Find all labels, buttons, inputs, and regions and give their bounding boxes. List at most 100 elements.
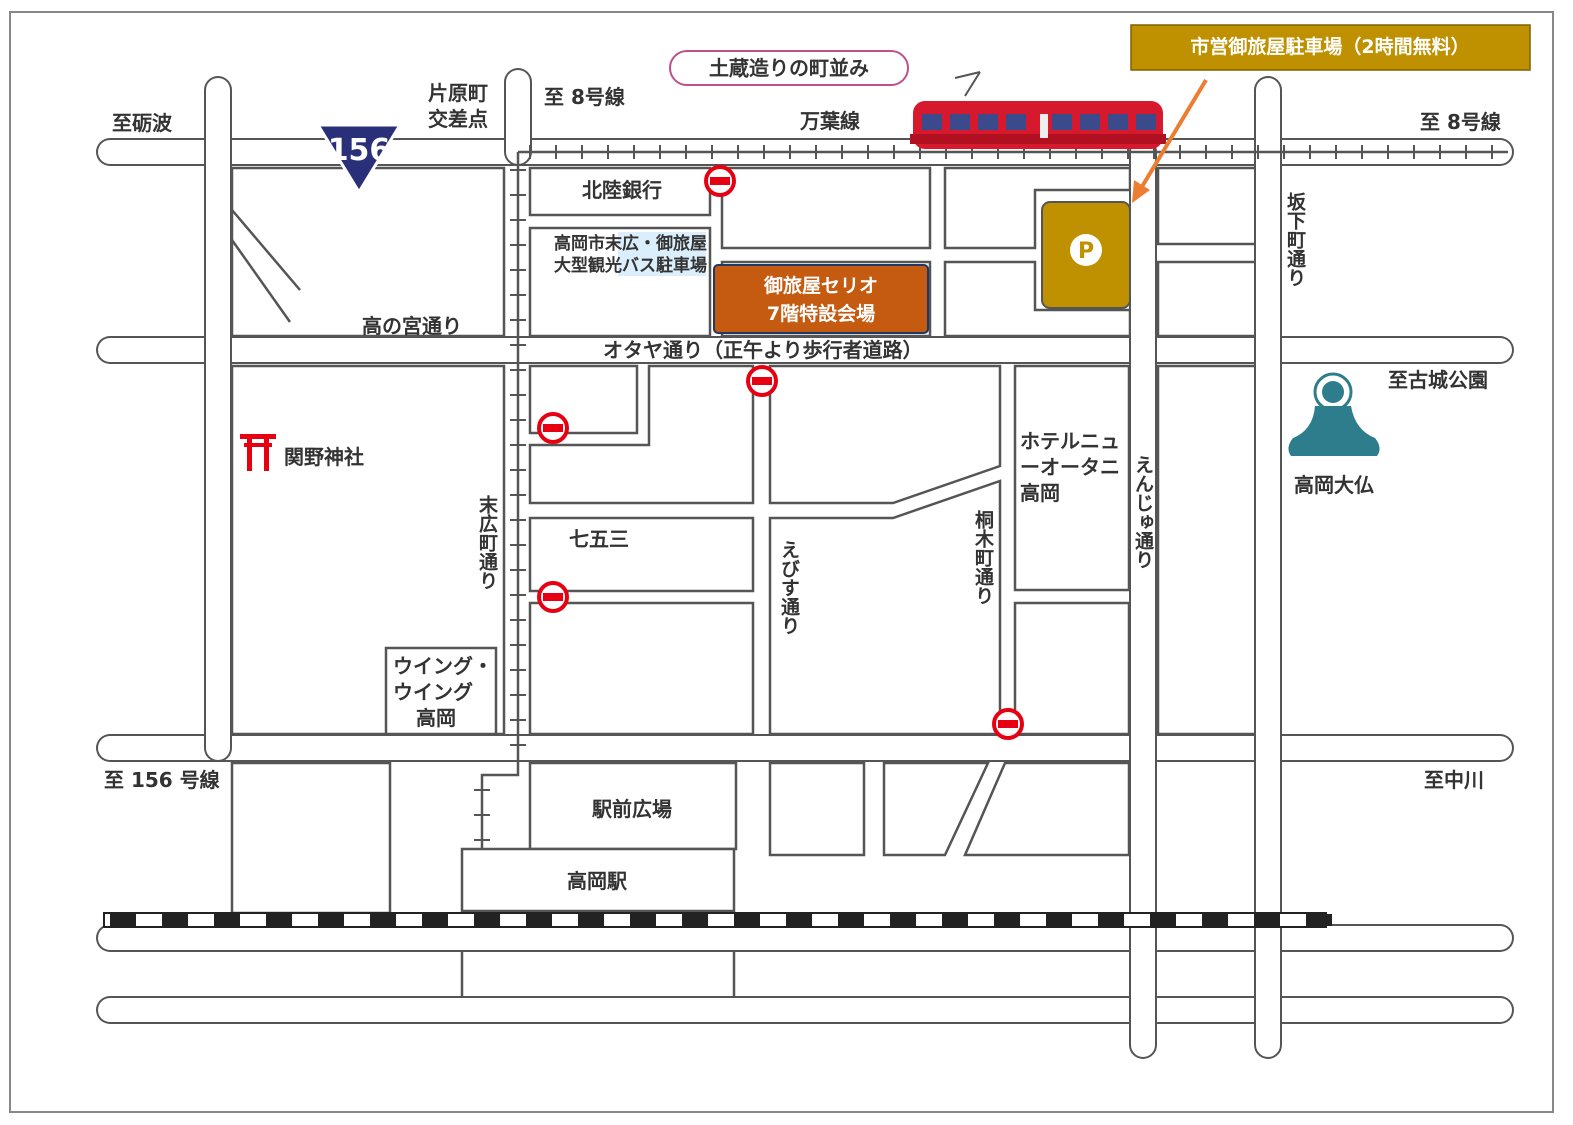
jr-railway [103,912,1332,928]
label-to-8-right: 至 8号線 [1420,110,1501,134]
label-enju: えんじゅ通り [1132,455,1154,569]
label-hotel-1: ホテルニュ [1020,429,1120,453]
block-ekimae-plaza [528,761,738,851]
rail-dash [838,914,864,926]
parking-callout: 市営御旅屋駐車場（2時間無料） [1130,24,1531,203]
label-sekino-shrine: 関野神社 [284,445,364,469]
label-sakashitacho: 坂下町通り [1284,192,1306,287]
rail-dash [318,914,344,926]
label-katahara-2: 交差点 [428,107,488,131]
block [1156,260,1260,338]
rail-dash [682,914,708,926]
no-entry-icon [704,165,736,197]
tram-icon [910,71,1166,149]
venue-line1: 御旅屋セリオ [763,274,878,297]
arrow-icon [1132,180,1150,203]
no-entry-icon [992,708,1024,740]
rail-dash [994,914,1020,926]
label-wing-3: 高岡 [416,706,456,730]
bus-parking-highlight [618,232,706,276]
no-entry-icon [537,581,569,613]
label-to-tonami: 至砺波 [112,111,173,135]
block [1013,601,1131,736]
townscape-label: 土蔵造りの町並み [709,56,869,80]
label-kirikicho: 桐木町通り [972,509,995,605]
route-156-shield-icon: 156 [315,123,403,195]
building-takaoka-station [460,847,736,913]
rail-dash [1150,914,1176,926]
rail-dash [630,914,656,926]
label-otaya: オタヤ通り（正午より歩行者道路） [603,338,923,362]
block-hokuriku-bank [528,166,712,217]
diagonal-road [230,209,301,323]
label-ekimae-plaza: 駅前広場 [591,797,672,821]
building-wing-wing [384,646,498,736]
block [768,761,866,857]
rail-dash [214,914,240,926]
rail-dash [578,914,604,926]
rail-dash [162,914,188,926]
label-suehirocho: 末広町通り [476,494,498,590]
venue-callout: 御旅屋セリオ 7階特設会場 [713,264,929,334]
label-bus-parking-2: 大型観光バス駐車場 [554,255,707,276]
parking-title: 市営御旅屋駐車場（2時間無料） [1190,35,1469,58]
label-ebisu: えびす通り [778,540,800,635]
rail-dash [890,914,916,926]
rail-dash [474,914,500,926]
label-wing-1: ウイング・ [393,654,493,678]
block [768,364,1002,505]
rail-dash [1046,914,1072,926]
townscape-callout: 土蔵造りの町並み [669,50,909,86]
label-to-kojo-park: 至古城公園 [1388,368,1488,392]
label-to-156: 至 156 号線 [104,768,220,792]
rail-dash [942,914,968,926]
rail-dash [1202,914,1228,926]
rail-dash [1306,914,1332,926]
label-manyo-line: 万葉線 [799,109,860,133]
label-katahara-1: 片原町 [428,81,488,105]
rail-dash [370,914,396,926]
block [768,479,1002,736]
no-entry-icon [537,412,569,444]
block [1156,166,1260,246]
block [720,166,932,250]
label-to-8-top: 至 8号線 [544,85,625,109]
label-takanomiya: 高の宮通り [362,314,462,338]
rail-dash [786,914,812,926]
block [1156,364,1260,736]
venue-line2: 7階特設会場 [767,302,875,325]
block [460,942,736,1006]
rail-dash [1254,914,1280,926]
rail-dash [422,914,448,926]
label-hokuriku-bank: 北陸銀行 [582,178,662,202]
torii-icon [240,434,276,471]
rail-dash [526,914,552,926]
parking-lot: P [1041,201,1131,309]
label-bus-parking-1: 高岡市末広・御旅屋 [554,233,707,254]
parking-p-icon: P [1078,239,1094,264]
block [230,761,392,915]
daibutsu-icon [1288,372,1380,456]
rail-dash [734,914,760,926]
rail-dash [266,914,292,926]
city-blocks [230,166,1260,1006]
no-entry-icon [746,365,778,397]
block [230,166,506,338]
route-number: 156 [328,133,391,168]
block-shichigosan [528,516,755,593]
rail-dash [1098,914,1124,926]
label-hotel-3: 高岡 [1020,481,1060,505]
block [528,364,755,505]
label-wing-2: ウイング [393,680,473,704]
label-takaoka-daibutsu: 高岡大仏 [1294,473,1374,497]
block [882,761,990,857]
block-hotel-new-otani [1013,364,1131,592]
label-hotel-2: ーオータニ [1020,455,1120,479]
block [528,601,755,736]
label-shichigosan: 七五三 [569,527,629,551]
no-entry-signs [537,165,1024,740]
street-labels: 至砺波 片原町 交差点 至 8号線 万葉線 至 8号線 高の宮通り オタヤ通り（… [104,81,1501,792]
label-takaoka-station: 高岡駅 [567,869,627,893]
rail-dash [110,914,136,926]
